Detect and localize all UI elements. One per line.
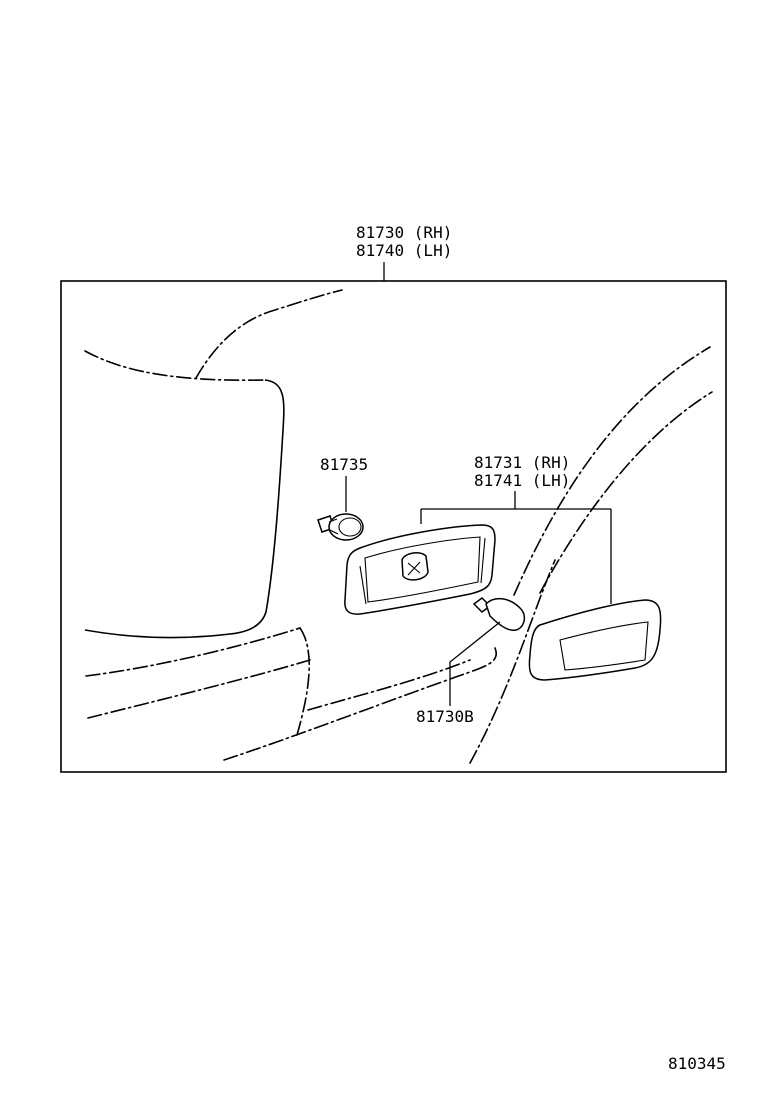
label-bulb: 81730B — [416, 707, 474, 726]
label-assembly-rh: 81730 (RH) — [356, 223, 452, 242]
figure-number: 810345 — [668, 1054, 726, 1073]
label-assembly-lh: 81740 (LH) — [356, 241, 452, 260]
leader-lens — [420, 491, 612, 604]
lamp-housing — [344, 524, 496, 615]
socket-part — [317, 513, 364, 541]
label-socket: 81735 — [320, 455, 368, 474]
label-lens-rh: 81731 (RH) — [474, 453, 570, 472]
outer-lens — [528, 599, 662, 681]
diagram-frame — [60, 280, 727, 773]
label-lens-lh: 81741 (LH) — [474, 471, 570, 490]
bulb-part — [472, 597, 526, 632]
leader-bulb — [449, 621, 501, 706]
vehicle-body-outline — [84, 289, 713, 764]
